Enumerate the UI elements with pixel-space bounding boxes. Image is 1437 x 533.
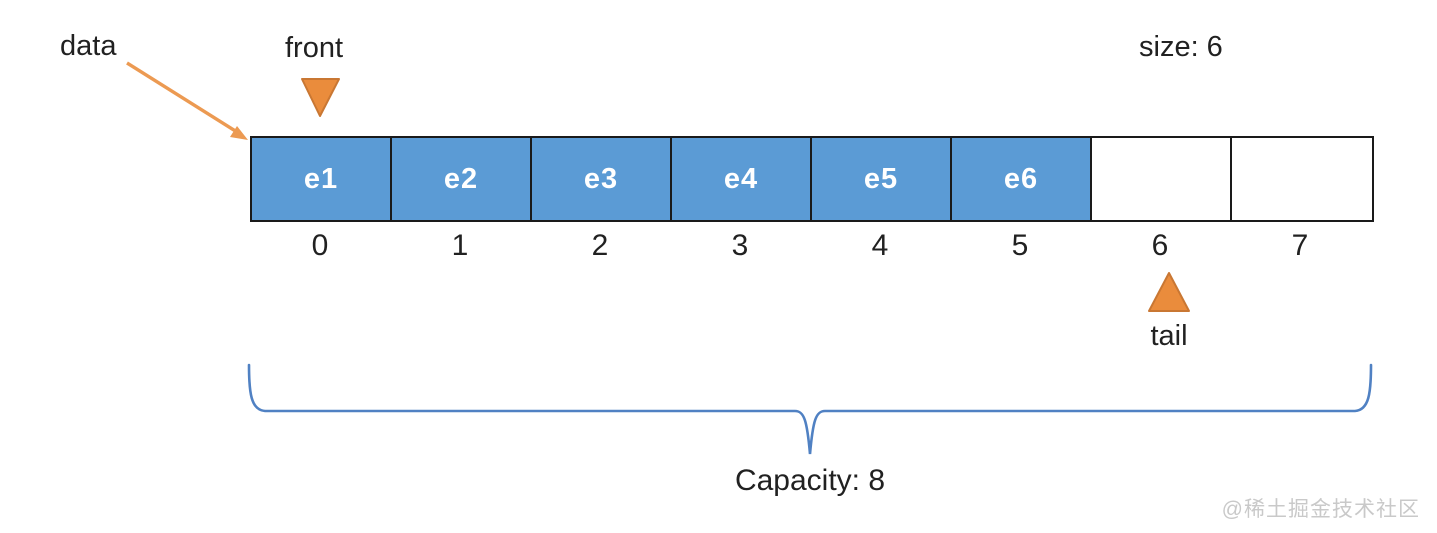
front-label: front [285, 32, 344, 64]
index-label: 2 [591, 229, 609, 262]
cell-value: e5 [863, 162, 899, 195]
array-cell [1232, 138, 1372, 220]
index-label: 6 [1151, 229, 1169, 262]
cell-value: e1 [303, 162, 339, 195]
cell-value: e6 [1003, 162, 1039, 195]
array-cell: e4 [672, 138, 812, 220]
cell-value: e4 [723, 162, 759, 195]
array: e1 e2 e3 e4 e5 e6 [250, 136, 1374, 222]
index-label: 0 [311, 229, 329, 262]
array-cell: e1 [252, 138, 392, 220]
cell-value: e2 [443, 162, 479, 195]
watermark: @稀土掘金技术社区 [1221, 498, 1420, 521]
array-cell: e2 [392, 138, 532, 220]
array-cell: e3 [532, 138, 672, 220]
cell-value: e3 [583, 162, 619, 195]
capacity-brace-icon [247, 363, 1373, 455]
array-cell: e5 [812, 138, 952, 220]
capacity-label: Capacity: 8 [734, 464, 886, 497]
index-label: 3 [731, 229, 749, 262]
array-cell: e6 [952, 138, 1092, 220]
size-label: size: 6 [1139, 31, 1223, 63]
index-label: 1 [451, 229, 469, 262]
index-row: 0 1 2 3 4 5 6 7 [250, 229, 1370, 263]
index-label: 7 [1291, 229, 1309, 262]
data-label: data [60, 30, 117, 62]
index-label: 5 [1011, 229, 1029, 262]
data-arrow-icon [126, 61, 248, 140]
index-label: 4 [871, 229, 889, 262]
tail-pointer-icon [1148, 272, 1190, 312]
tail-label: tail [1150, 320, 1188, 352]
front-pointer-icon [301, 78, 340, 117]
array-cell [1092, 138, 1232, 220]
